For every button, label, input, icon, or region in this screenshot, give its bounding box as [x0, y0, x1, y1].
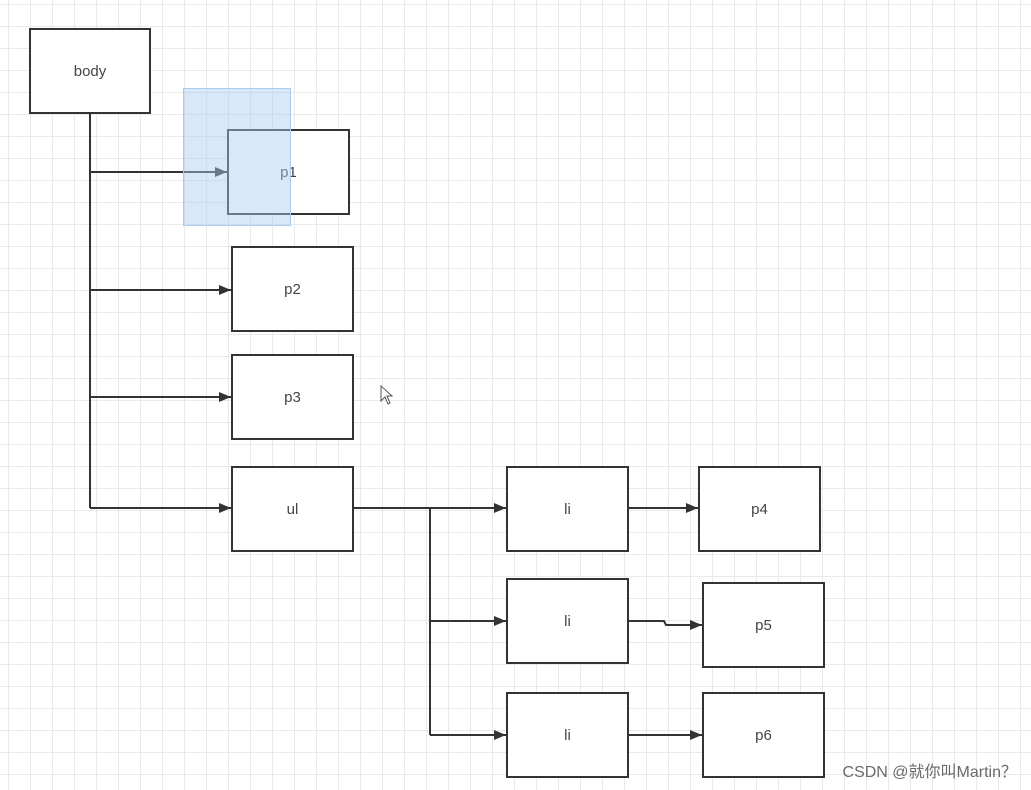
- node-ul[interactable]: ul: [231, 466, 354, 552]
- node-p2[interactable]: p2: [231, 246, 354, 332]
- node-p4[interactable]: p4: [698, 466, 821, 552]
- node-p6[interactable]: p6: [702, 692, 825, 778]
- node-p4-label: p4: [751, 500, 768, 518]
- node-p1-label: p1: [280, 163, 297, 181]
- node-li-2[interactable]: li: [506, 578, 629, 664]
- connector-li2-p5: [628, 620, 702, 630]
- node-body[interactable]: body: [29, 28, 151, 114]
- node-p6-label: p6: [755, 726, 772, 744]
- node-p5[interactable]: p5: [702, 582, 825, 668]
- node-p2-label: p2: [284, 280, 301, 298]
- node-p5-label: p5: [755, 616, 772, 634]
- node-li-3[interactable]: li: [506, 692, 629, 778]
- node-p3[interactable]: p3: [231, 354, 354, 440]
- mouse-cursor-icon: [380, 385, 394, 405]
- node-li-2-label: li: [564, 612, 571, 630]
- node-body-label: body: [73, 62, 107, 80]
- node-p3-label: p3: [284, 388, 301, 406]
- node-ul-label: ul: [286, 500, 299, 518]
- watermark: CSDN @就你叫Martin？: [842, 764, 1017, 781]
- selection-highlight: [183, 88, 291, 226]
- node-p1[interactable]: p1: [227, 129, 350, 215]
- node-li-1-label: li: [564, 500, 571, 518]
- node-li-3-label: li: [564, 726, 571, 744]
- node-li-1[interactable]: li: [506, 466, 629, 552]
